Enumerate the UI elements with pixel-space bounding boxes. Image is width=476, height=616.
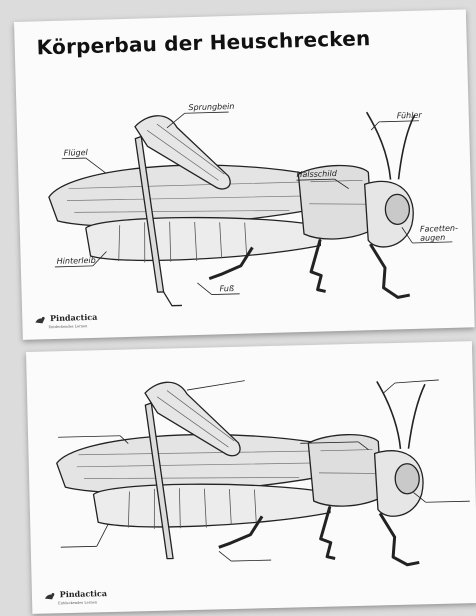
worksheet-labeled: Körperbau der Heuschrecken [14, 9, 475, 339]
brand-name: Pindactica [50, 312, 98, 323]
brand-logo: Pindactica Entdeckendes Lernen [34, 312, 98, 329]
grasshopper-logo-icon [34, 314, 45, 325]
grasshopper-illustration-blank [26, 341, 476, 614]
grasshopper-illustration [14, 9, 475, 339]
label-hinterleib: Hinterleib [57, 256, 96, 266]
label-fluegel: Flügel [64, 148, 88, 158]
worksheet-blank: Pindactica Entdeckendes Lernen [26, 341, 476, 614]
label-sprungbein: Sprungbein [188, 102, 234, 112]
label-halsschild: Halsschild [296, 169, 337, 179]
brand-name: Pindactica [60, 588, 108, 599]
label-fuss: Fuß [219, 284, 234, 293]
brand-logo-blank: Pindactica Entdeckendes Lernen [44, 588, 107, 605]
grasshopper-logo-icon [44, 590, 55, 601]
label-fuehler: Fühler [397, 111, 422, 121]
label-facettenaugen-2: augen [420, 233, 445, 243]
